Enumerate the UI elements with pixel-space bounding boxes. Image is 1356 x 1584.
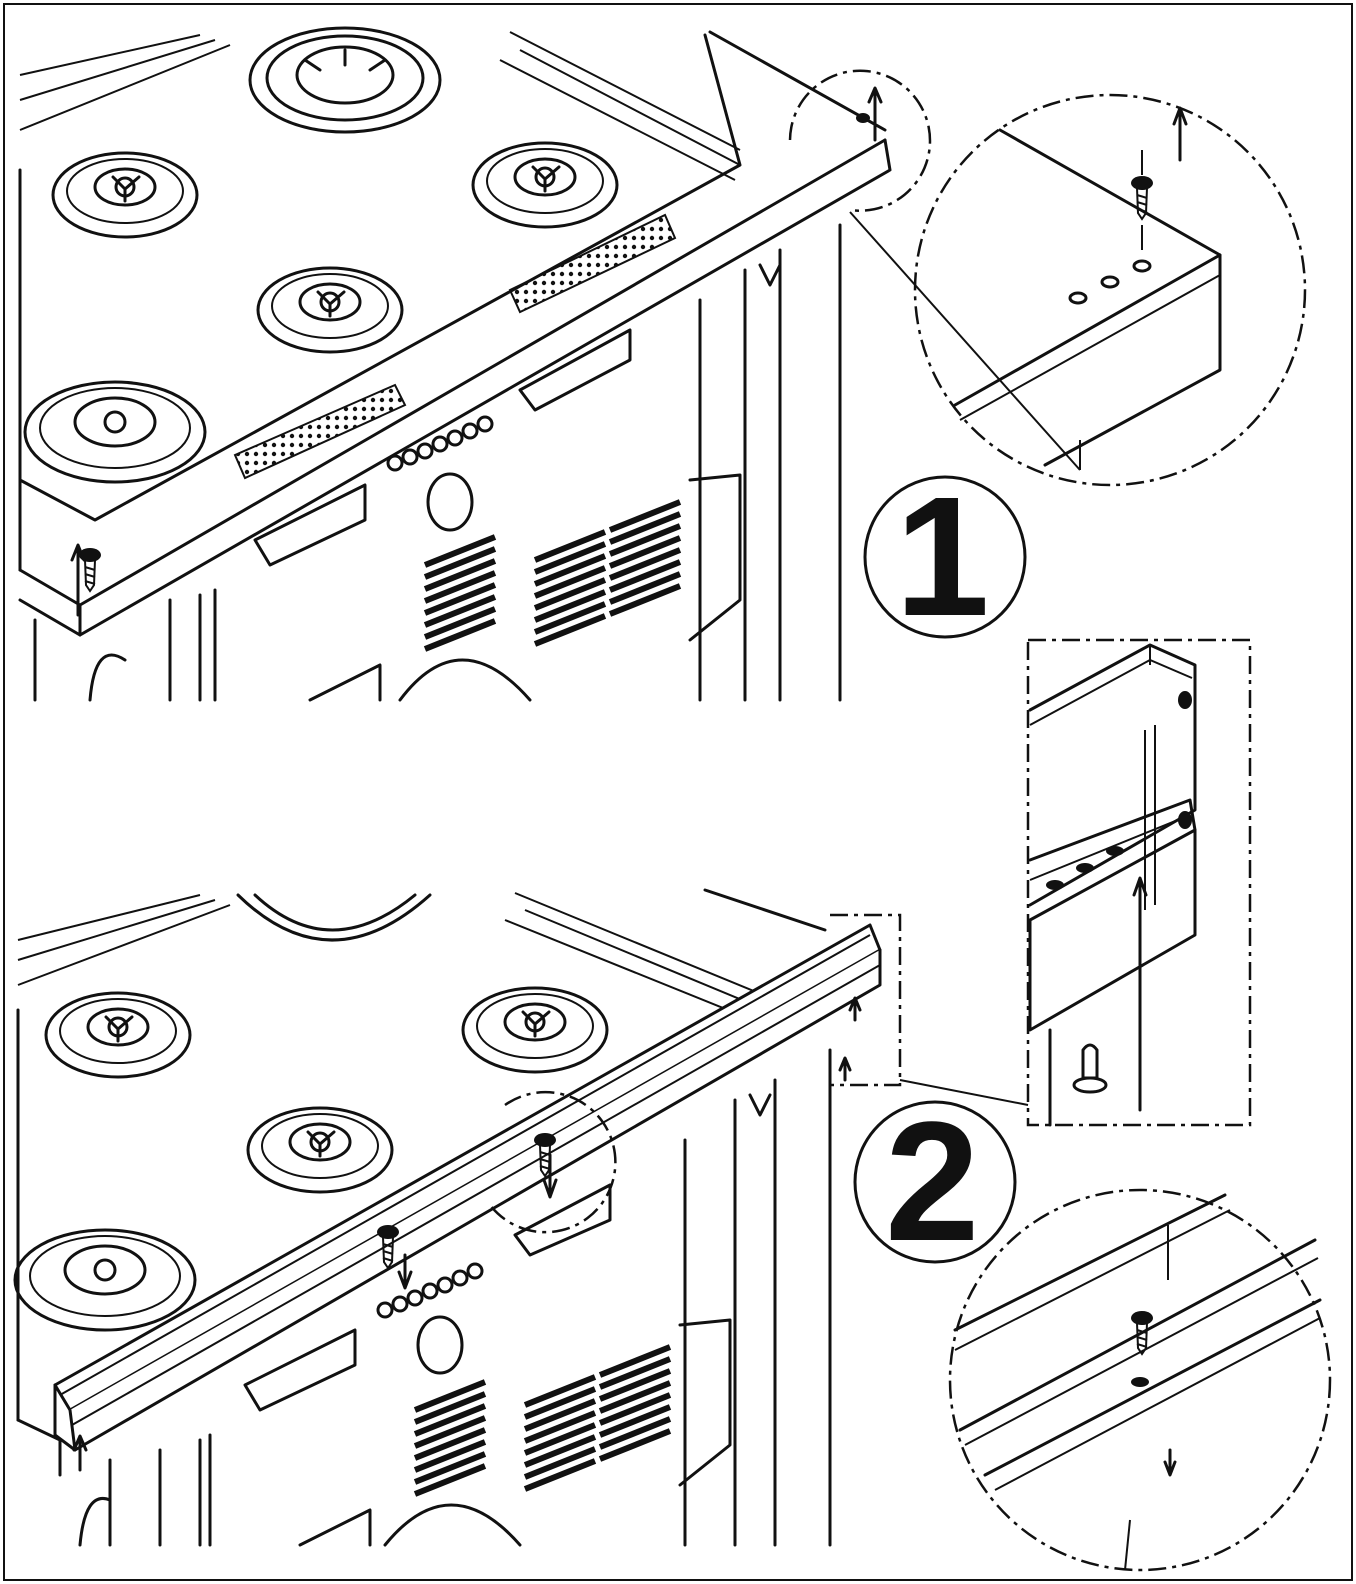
- vent-grille-icon: [535, 532, 605, 644]
- vent-grille-icon: [610, 502, 680, 614]
- vent-grille-icon: [600, 1347, 670, 1459]
- gas-burner-icon: [23, 380, 207, 484]
- step-2-label: 2: [853, 1087, 1017, 1277]
- step-2-number: 2: [885, 1087, 980, 1277]
- arrow-up-icon: [848, 996, 862, 1022]
- arrow-up-icon: [867, 86, 883, 142]
- gas-burner-icon: [236, 893, 432, 942]
- arrow-up-icon: [1132, 876, 1148, 1112]
- gas-burner-icon: [51, 151, 199, 239]
- gas-burner-icon: [471, 141, 619, 229]
- arrow-up-icon: [1172, 106, 1188, 162]
- step-2-detail-box: [1026, 638, 1252, 1127]
- arrow-up-icon: [70, 543, 86, 617]
- vent-grille-icon: [415, 1382, 485, 1494]
- step-1-label: 1: [863, 462, 1027, 652]
- outer-border: [3, 3, 1353, 1581]
- step-2-main-view: [13, 888, 1029, 1547]
- step-1-detail-magnifier: [913, 93, 1307, 487]
- arrow-down-icon: [397, 1253, 413, 1290]
- screw-icon: [1130, 175, 1154, 220]
- step-1-number: 1: [895, 462, 990, 652]
- gas-burner-icon: [461, 986, 609, 1074]
- screw-icon: [1072, 1043, 1108, 1094]
- arrow-up-icon: [838, 1056, 852, 1082]
- vent-grille-icon: [425, 537, 495, 649]
- step-2-detail-magnifier: [948, 1188, 1332, 1572]
- gas-burner-icon: [246, 1106, 394, 1194]
- gas-burner-icon: [13, 1228, 197, 1332]
- step-1-main-view: [18, 26, 1081, 702]
- arrow-down-icon: [542, 1153, 558, 1199]
- gas-burner-icon: [256, 266, 404, 354]
- gas-burner-icon: [44, 991, 192, 1079]
- gas-burner-icon: [248, 26, 442, 134]
- arrow-down-icon: [1163, 1448, 1177, 1477]
- vent-grille-icon: [525, 1377, 595, 1489]
- arrow-up-icon: [72, 1434, 88, 1472]
